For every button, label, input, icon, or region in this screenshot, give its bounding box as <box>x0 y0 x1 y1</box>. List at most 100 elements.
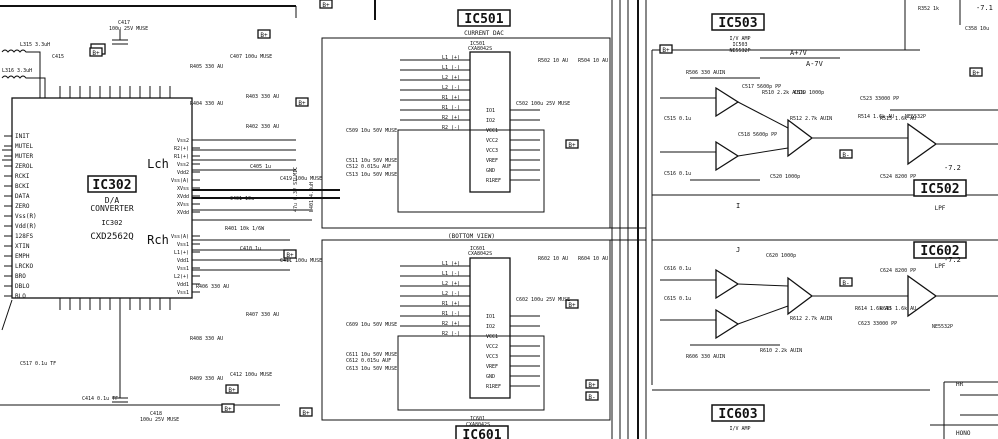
r401-label: R401 10k 1/6W <box>225 226 265 232</box>
ic302-left-pin-label: ZERO <box>15 203 30 210</box>
ic302-left-pin-label: Vss(R) <box>15 213 37 220</box>
c509-label: C509 10u 50V MUSE <box>346 128 397 134</box>
ic501-block: IC501 CURRENT DAC IC501 CXA8042S L1 (+)L… <box>321 9 611 229</box>
r403-label: R403 330 AU <box>246 94 279 100</box>
l401-label: L401 4.8uH <box>309 182 315 212</box>
supply-tag-label: B+ <box>588 382 596 389</box>
tags-left: B+B+B+B+B+B+B+B+B+B+B+B-B-B+B+B- <box>89 0 983 417</box>
misc-right-labels: R352 1k C358 10u -7.1 HR HONO I J <box>736 4 993 437</box>
supply-tag-box <box>295 97 309 107</box>
ic501-label: IC501 <box>464 12 503 27</box>
ic601-label-box <box>455 425 509 439</box>
ic302-left-pin-label: EMPH <box>15 253 30 260</box>
ic602-label: IC602 <box>920 244 959 259</box>
ic501-sub: CURRENT DAC <box>464 30 504 37</box>
dac-right-pin-label: VREF <box>486 158 498 164</box>
r408-label: R408 330 AU <box>190 336 223 342</box>
r504-label: R504 10 AU <box>578 58 608 64</box>
supply-tag-box <box>299 407 313 417</box>
r615-label: R615 1.6k AU <box>880 306 916 312</box>
supply-tag-box <box>565 299 579 309</box>
r614-label: R614 1.6k AU <box>855 306 891 312</box>
r604-label: R604 10 AU <box>578 256 608 262</box>
supply-tag-box <box>659 44 673 54</box>
supply-tag-box <box>565 139 579 149</box>
dac-left-pin-label: L2 (-) <box>442 291 460 297</box>
dac-left-pin-label: L1 (+) <box>442 55 460 61</box>
c609-label: C609 10u 50V MUSE <box>346 322 397 328</box>
ic302-left-pin-label: MUTER <box>15 153 33 160</box>
ic302-right-pin-label: R1(+) <box>174 154 189 160</box>
dac-left-pin-label: L2 (-) <box>442 85 460 91</box>
ic302-part: CXD2562Q <box>90 232 133 242</box>
ic302-right-pin-label: XVss <box>177 202 189 208</box>
c511-label: C511 10u 50V MUSE <box>346 158 397 164</box>
r610-label: R610 2.2k AUIN <box>760 348 802 354</box>
ic603-opamp-a <box>715 268 740 300</box>
ic603-label: IC603 <box>718 407 757 422</box>
ic302-left-parts: L315 3.3uH L316 3.3uH C415 C517 0.1u TF … <box>1 42 118 402</box>
c615-label: C615 0.1u <box>664 296 691 302</box>
ic601-body <box>469 257 511 399</box>
ic602-part: NE5532P <box>932 324 953 330</box>
ic302-left-pin-label: LRCKO <box>15 263 33 270</box>
supply-tag-box <box>225 384 239 394</box>
ic302-left-pin-label: BCKI <box>15 183 30 190</box>
c414-label: C414 0.1u TF <box>82 396 118 402</box>
dac-right-pin-label: VCC3 <box>486 354 498 360</box>
ic602-block: IC602 LPF NE5532P R614 1.6k AU R615 1.6k… <box>855 241 998 330</box>
r602-label: R602 10 AU <box>538 256 568 262</box>
dac-left-pin-label: L2 (+) <box>442 75 460 81</box>
supply-tag-label: B+ <box>92 50 100 57</box>
dac-right-pin-label: VCC1 <box>486 128 498 134</box>
ic302-right-pin-label: Vdd1 <box>177 282 189 288</box>
ic503-sub: I/V AMP <box>729 36 750 42</box>
supply-tag-box <box>257 29 271 39</box>
dac-left-pin-label: L2 (+) <box>442 281 460 287</box>
r402-label: R402 330 AU <box>246 124 279 130</box>
supply-tag-label: B+ <box>298 100 306 107</box>
tag-j: J <box>736 246 740 254</box>
dac-right-pin-label: VCC1 <box>486 334 498 340</box>
ic302-left-pin-label: XTIN <box>15 243 30 250</box>
dac-left-pin-label: R1 (+) <box>442 95 460 101</box>
supply-tag-box <box>839 149 853 159</box>
bottom-view-bus: (BOTTOM VIEW) <box>322 227 646 241</box>
ic601-ref-bot: IC601 <box>470 416 485 422</box>
supply-tag-box <box>839 277 853 287</box>
c620-label: C620 1000p <box>766 253 796 259</box>
rail-v4: -7.2 <box>944 256 961 264</box>
ic302-left-pin-label: INIT <box>15 133 30 140</box>
ic302-left-pin-label: Vdd(R) <box>15 223 37 230</box>
dac-right-pin-label: GND <box>486 374 495 380</box>
dac-right-pin-label: VCC2 <box>486 344 498 350</box>
ic302-right-pin-label: XVss <box>177 186 189 192</box>
rail-neg: A-7V <box>806 60 824 68</box>
ic302-right-pin-label: Vdd1 <box>177 258 189 264</box>
supply-tag-box <box>319 0 333 9</box>
supply-tag-label: B- <box>588 394 595 401</box>
c411-label: C411 100u MUSE <box>280 258 322 264</box>
r502-label: R502 10 AU <box>538 58 568 64</box>
ic601-ref-top: IC601 <box>470 246 485 252</box>
r515-label: R515 1.6k AU <box>880 116 916 122</box>
supply-tag-label: B+ <box>972 70 980 77</box>
dac-left-pin-label: R2 (-) <box>442 125 460 131</box>
dac-right-pin-label: VREF <box>486 364 498 370</box>
ic503-part: NE5532P <box>729 48 750 54</box>
supply-tag-label: B+ <box>224 406 232 413</box>
ic602-sub: LPF <box>935 263 946 270</box>
supply-tag-label: B+ <box>286 252 294 259</box>
ic302-right-pin-label: XVdd <box>177 194 189 200</box>
rail-v-7-1: -7.1 <box>976 4 993 12</box>
supply-tag-box <box>221 403 235 413</box>
r506-label: R506 330 AUIN <box>686 70 725 76</box>
ic502-part: NE5532P <box>905 114 926 120</box>
c523-label: C523 33000 PP <box>860 96 899 102</box>
ic302-left-pin-label: BRO <box>15 273 26 280</box>
c517-label: C517 0.1u TF <box>20 361 56 367</box>
